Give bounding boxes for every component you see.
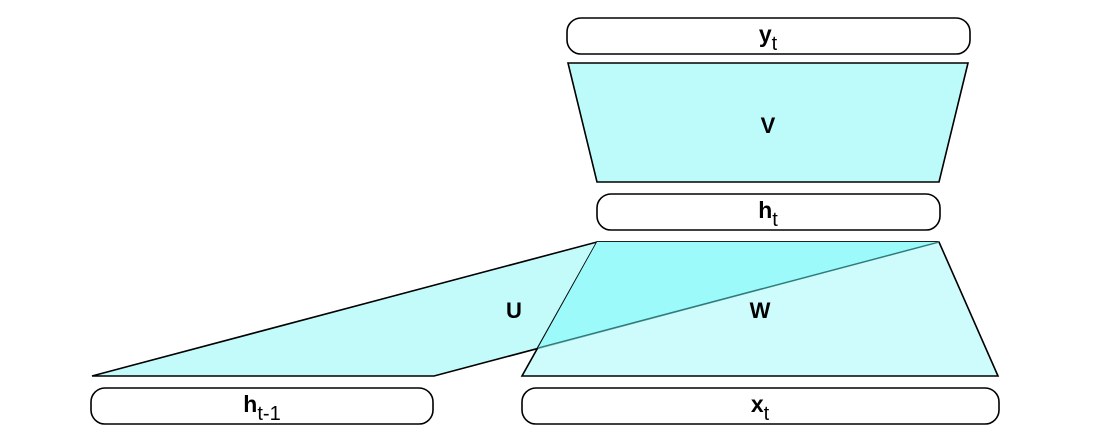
- w-weight-label: W: [750, 298, 771, 323]
- v-weight-trapezoid: [566, 62, 970, 183]
- h-node-box: [596, 193, 941, 231]
- x-node-label: xt: [751, 391, 770, 425]
- u-edge-line: [537, 241, 940, 349]
- y-node-box: [566, 17, 971, 55]
- x-node-box: [521, 387, 1000, 425]
- h-node-label: ht: [758, 197, 778, 231]
- y-node-label: yt: [759, 21, 778, 55]
- h-prev-node-label: ht-1: [243, 391, 280, 425]
- h-prev-node-box: [90, 387, 434, 425]
- u-weight-label: U: [506, 298, 522, 323]
- v-weight-label: V: [761, 113, 776, 138]
